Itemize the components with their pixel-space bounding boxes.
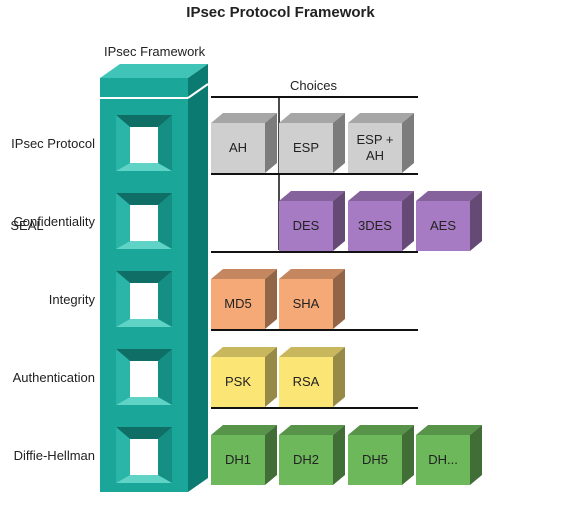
choice-cube-front [211,357,265,407]
diagram-title: IPsec Protocol Framework [186,4,375,21]
choice-cube-side [333,269,345,329]
choice-cube-front [348,435,402,485]
choice-cube-front [279,435,333,485]
choice-cube-top [211,425,277,435]
choice-label: DH1 [224,452,251,467]
choice-cube-side [265,425,277,485]
window-bevel-bottom [116,241,172,249]
choice-label: DH2 [292,452,319,467]
choice-cube-side [333,425,345,485]
choice-cube-side [470,191,482,251]
window-bevel-left [116,115,130,171]
row-label-diffie-hellman: Diffie-Hellman [13,448,95,463]
window-bevel-left [116,349,130,405]
choice-label: PSK [224,374,251,389]
row-label-integrity: Integrity [48,292,95,307]
window-bevel-bottom [116,475,172,483]
framework-window-opening [130,205,158,241]
choice-cube-side [265,113,277,173]
choice-cube-top [211,347,277,357]
choice-cube-top [211,113,277,123]
framework-label: IPsec Framework [104,44,206,59]
choice-cube-top [279,269,345,279]
choice-cube-front [211,123,265,173]
choice-cube-front [416,201,470,251]
window-bevel-bottom [116,163,172,171]
choice-label: RSA [292,374,320,389]
choice-cube-side [402,113,414,173]
choice-label: ESP + AH [356,132,394,163]
row-label-ipsec-protocol: IPsec Protocol [11,136,95,151]
choice-cube-side [265,347,277,407]
choice-cube-side [333,191,345,251]
row-label-authentication: Authentication [12,370,95,385]
choice-cube-top [348,425,414,435]
choice-label: AH [228,140,248,155]
choice-cube-front [211,435,265,485]
choice-cube-front [279,357,333,407]
window-bevel-top [116,427,172,439]
window-bevel-top [116,271,172,283]
choice-cube-top [348,191,414,201]
choice-cube-front [279,201,333,251]
choice-cube-front [416,435,470,485]
choice-cube-top [416,425,482,435]
framework-window-opening [130,361,158,397]
window-bevel-left [116,193,130,249]
framework-top [100,64,208,78]
choice-cube-top [279,425,345,435]
window-bevel-top [116,349,172,361]
choice-label: SEAL [10,218,44,233]
choice-cube-top [211,269,277,279]
framework-window-opening [130,127,158,163]
framework-window-opening [130,283,158,319]
choice-label: MD5 [224,296,252,311]
framework-side [188,64,208,492]
choice-cube-side [402,425,414,485]
choice-label: 3DES [358,218,392,233]
choice-label: DES [292,218,320,233]
choice-label: AES [429,218,456,233]
row-label-confidentiality: Confidentiality [13,214,95,229]
framework-band-side [187,83,209,99]
choice-cube-top [279,347,345,357]
choice-cube-top [348,113,414,123]
window-bevel-left [116,427,130,483]
choice-label: SHA [292,296,320,311]
choice-cube-side [333,113,345,173]
choice-cube-side [333,347,345,407]
choice-cube-front [348,201,402,251]
window-bevel-bottom [116,397,172,405]
choice-cube-top [279,113,345,123]
choice-cube-side [265,269,277,329]
choice-label: DH... [428,452,458,467]
window-bevel-top [116,193,172,205]
choice-cube-side [470,425,482,485]
choice-cube-front [279,279,333,329]
choices-label: Choices [290,78,337,93]
window-bevel-bottom [116,319,172,327]
choice-cube-side [402,191,414,251]
choice-cube-front [211,279,265,329]
window-bevel-left [116,271,130,327]
window-bevel-top [116,115,172,127]
choice-cube-front [348,123,402,173]
choice-cube-top [279,191,345,201]
choice-cube-front [279,123,333,173]
framework-window-opening [130,439,158,475]
choice-cube-top [416,191,482,201]
choice-label: DH5 [361,452,388,467]
choice-label: ESP [292,140,319,155]
